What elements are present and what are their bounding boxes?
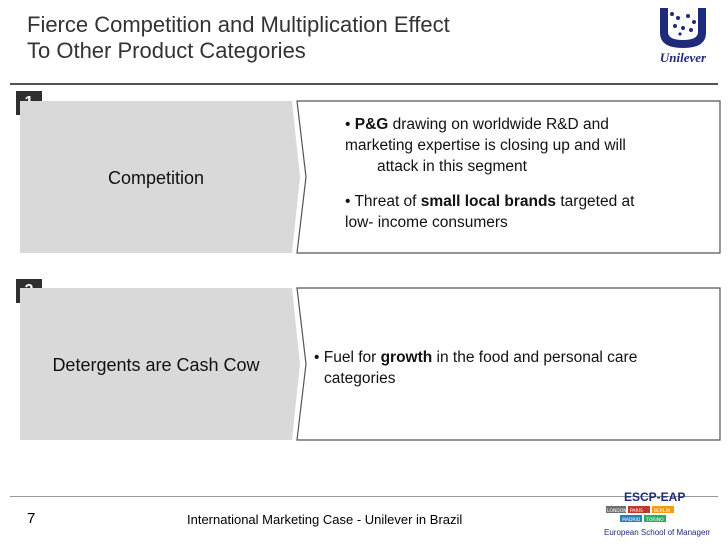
unilever-wordmark: Unilever [659, 50, 707, 65]
section-1-badge: 1 [16, 91, 42, 115]
section-2-bullets: • Fuel for growth in the food and person… [314, 347, 709, 403]
bullet-item: • Fuel for growth in the food and person… [314, 349, 638, 387]
bullet-bold: growth [380, 349, 433, 366]
svg-text:TORINO: TORINO [645, 517, 664, 523]
section-1-label: Competition [107, 168, 205, 188]
title-divider [10, 83, 718, 85]
section-2-label: Detergents are Cash Cow [52, 355, 260, 375]
svg-text:PARIS: PARIS [630, 508, 643, 514]
svg-text:European School of Management: European School of Management [604, 528, 710, 537]
escp-eap-logo: ESCP-EAP LONDON PARIS BERLIN MADRID TORI… [604, 490, 710, 537]
page-number: 7 [27, 510, 36, 527]
slide-title: Fierce Competition and Multiplication Ef… [27, 12, 450, 64]
bullet-item: • Threat of small local brands targeted … [345, 193, 635, 231]
footer-caption: International Marketing Case - Unilever … [187, 512, 463, 527]
title-line-1: Fierce Competition and Multiplication Ef… [27, 12, 450, 37]
title-line-2: To Other Product Categories [27, 38, 306, 63]
svg-text:BERLIN: BERLIN [654, 508, 670, 514]
svg-text:LONDON: LONDON [607, 508, 627, 514]
bullet-item: • P&G drawing on worldwide R&D and marke… [345, 116, 626, 175]
section-1-bullets: • P&G drawing on worldwide R&D and marke… [345, 114, 705, 247]
svg-text:ESCP-EAP: ESCP-EAP [624, 490, 685, 504]
unilever-u-icon [660, 8, 706, 48]
svg-text:MADRID: MADRID [622, 517, 641, 523]
bullet-bold: P&G [354, 116, 389, 133]
unilever-logo: Unilever [650, 6, 716, 72]
bullet-bold: small local brands [420, 193, 557, 210]
section-2-badge: 2 [16, 279, 42, 303]
footer-divider [10, 496, 718, 497]
